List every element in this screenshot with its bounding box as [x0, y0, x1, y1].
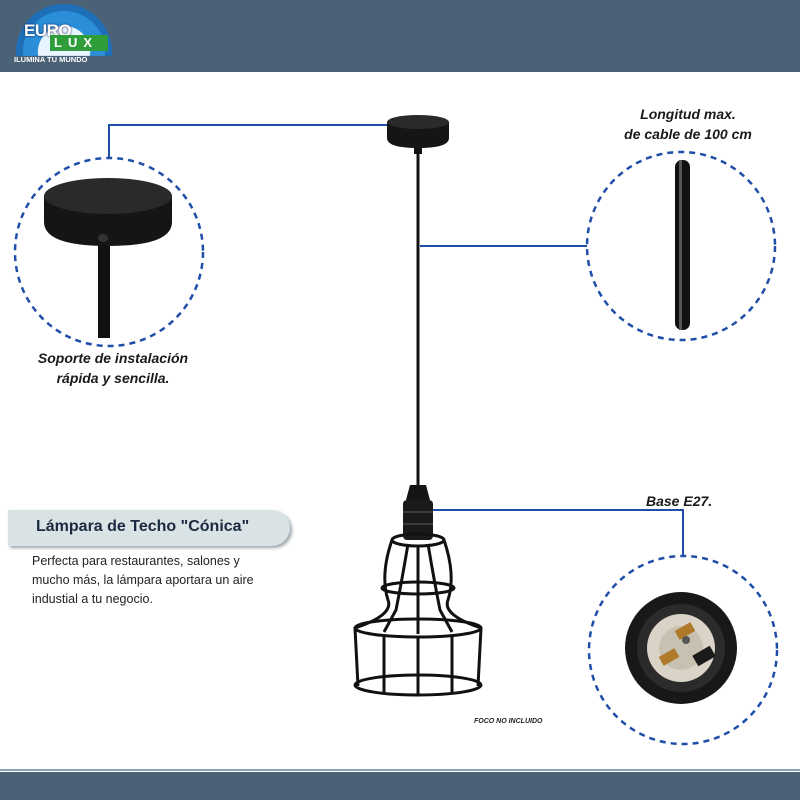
cable-detail-icon [675, 160, 690, 330]
socket-detail-icon [625, 592, 737, 704]
product-title-banner: Lámpara de Techo "Cónica" [8, 510, 290, 546]
mount-detail-icon [44, 178, 172, 338]
logo-tagline: ILUMINA TU MUNDO [14, 55, 88, 64]
wire-cage-icon [353, 532, 483, 697]
mount-label: Soporte de instalación rápida y sencilla… [37, 350, 189, 387]
logo-lux-text: LUX [50, 35, 108, 51]
mount-callout-line [108, 124, 387, 157]
ceiling-canopy-icon [387, 115, 449, 154]
brand-logo: EURO LUX ILUMINA TU MUNDO [10, 4, 122, 66]
cable-length-label: Longitud max. de cable de 100 cm [624, 106, 752, 143]
product-description: Perfecta para restaurantes, salones y mu… [32, 554, 254, 606]
top-banner [0, 0, 800, 72]
lamp-socket-icon [403, 485, 433, 540]
base-callout-line [430, 509, 684, 556]
bottom-banner [0, 769, 800, 800]
base-label: Base E27. [646, 493, 713, 509]
product-title: Lámpara de Techo "Cónica" [36, 518, 250, 535]
bulb-not-included-note: FOCO NO INCLUIDO [474, 718, 543, 725]
